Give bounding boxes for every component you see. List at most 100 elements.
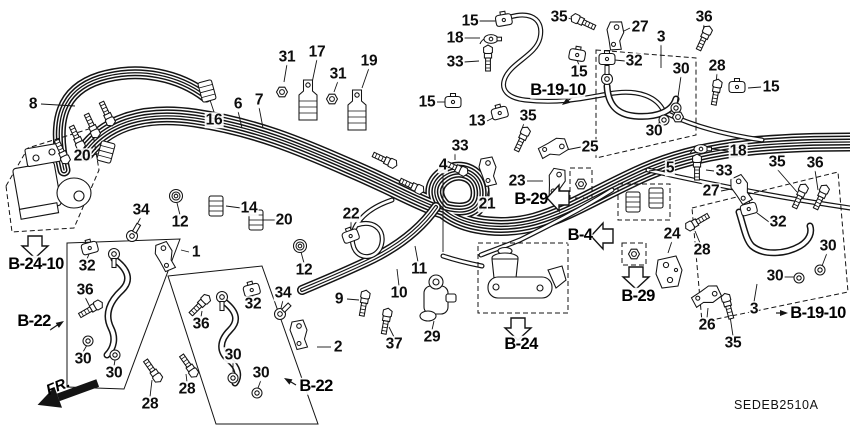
callout-28: 28 [692,241,712,259]
callout-33: 33 [445,53,465,71]
callout-3: 3 [748,300,760,318]
bolt-icon [68,124,87,151]
nut-icon [574,178,588,190]
callout-18: 18 [728,142,748,160]
bolt-icon [358,289,371,317]
callout-9: 9 [333,290,345,308]
callout-20: 20 [72,147,92,165]
assembly-boxes [66,49,849,425]
callout-23: 23 [507,172,527,190]
callout-31: 31 [328,65,348,83]
pointer-arrow-icon [284,378,297,386]
bracket-icon [606,21,625,51]
proportioning-valve [419,274,457,322]
callout-4: 4 [437,156,449,174]
washer-icon [251,387,263,399]
callout-7: 7 [253,91,265,109]
callout-37: 37 [384,335,404,353]
ref-arrows [20,96,788,408]
callout-22: 22 [341,205,361,223]
ref-label-b-22: B-22 [299,376,333,395]
callout-30: 30 [671,60,691,78]
nut-icon [671,111,685,123]
callout-19: 19 [359,52,379,70]
callout-35: 35 [518,107,538,125]
clip-icon [341,226,360,244]
block-icon [197,79,217,103]
bolt-icon [53,138,72,165]
bracket-icon [690,285,723,309]
callout-5: 5 [664,159,676,177]
callout-30: 30 [73,350,93,368]
callout-16: 16 [204,111,224,129]
diagram-code: SEDEB2510A [734,398,819,412]
washer-icon [227,372,239,384]
callout-6: 6 [232,95,244,113]
washer-icon [814,264,826,276]
callout-11: 11 [410,260,428,278]
callout-32: 32 [768,213,788,231]
callout-36: 36 [191,315,211,333]
callout-35: 35 [723,334,743,352]
left-arrow-icon [590,221,614,251]
leader-lines [40,17,828,398]
callout-15: 15 [761,78,781,96]
washer-icon [670,102,682,114]
callout-12: 12 [170,213,190,231]
clamp-icon [479,34,503,45]
banjobolt-icon [107,247,121,269]
nut-icon [325,93,339,105]
callout-10: 10 [389,284,409,302]
grommet-icon [168,188,184,204]
clamp-icon [689,144,713,155]
bolt-icon [570,12,597,31]
callout-30: 30 [251,364,271,382]
block-icon [96,140,116,164]
callout-20: 20 [274,211,294,229]
pointer-arrow-icon [776,310,788,316]
callout-35: 35 [767,153,787,171]
bolt-icon [380,307,393,335]
down-arrow-icon [503,317,533,341]
ref-label-b-29: B-29 [514,189,548,208]
bracket-icon [730,173,754,206]
bolt-icon [812,184,831,211]
block-icon [625,191,641,213]
bolt-icon [371,151,398,170]
bolt-icon [483,44,493,72]
callout-27: 27 [701,182,721,200]
ref-label-b-24-10: B-24-10 [8,254,64,273]
washer-icon [82,335,94,347]
callout-29: 29 [422,328,442,346]
callout-31: 31 [277,48,297,66]
ref-label-b-19-10: B-19-10 [530,80,586,99]
ref-label-b-29: B-29 [621,286,655,305]
callout-24: 24 [662,225,682,243]
bolt-icon [98,100,117,127]
callout-30: 30 [765,267,785,285]
clip-icon [490,103,509,121]
bolt-icon [695,25,714,52]
callout-32: 32 [243,295,263,313]
down-arrow-icon [621,266,651,290]
nut-icon [275,86,289,98]
callout-18: 18 [445,29,465,47]
callout-30: 30 [223,346,243,364]
callout-36: 36 [75,281,95,299]
callout-30: 30 [818,237,838,255]
callout-26: 26 [697,316,717,334]
clip-icon [728,77,746,94]
bolt-icon [692,153,702,181]
clip-icon [242,280,261,298]
bolt-icon [83,112,102,139]
callout-28: 28 [177,380,197,398]
block-icon [208,195,224,217]
callout-30: 30 [104,364,124,382]
callout-15: 15 [417,93,437,111]
washer-icon [793,272,805,284]
bolt-icon [142,358,164,383]
holder-icon [298,79,318,121]
callout-15: 15 [569,63,589,81]
bracket-icon [154,240,177,273]
